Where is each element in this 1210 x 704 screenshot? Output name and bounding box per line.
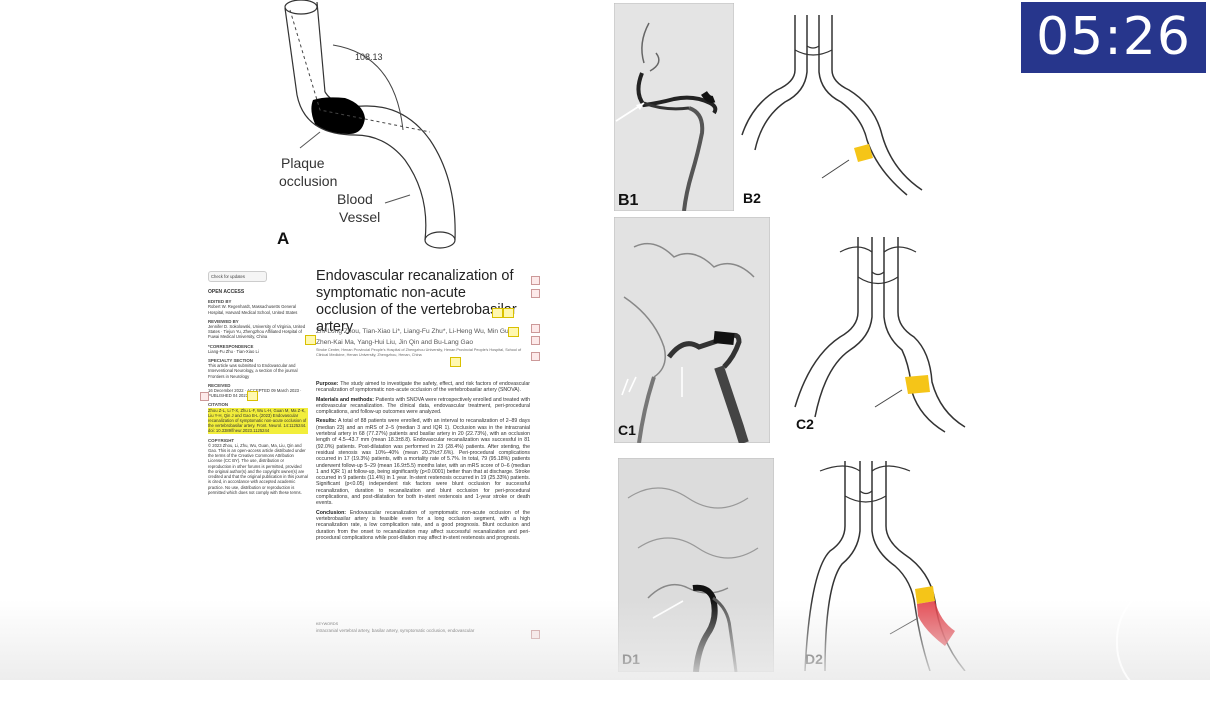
abstract-heading: Conclusion: [316,509,346,516]
sidebar-cap: REVIEWED BY [208,318,239,324]
occlusion-segment-highlight [915,586,935,604]
paper-affiliation: Stroke Center, Henan Provincial People's… [316,348,522,357]
note-icon[interactable] [531,276,540,285]
bottom-fade-overlay [0,600,1210,680]
plaque-occlusion-shape [311,97,365,134]
abstract-body: Endovascular recanalization of symptomat… [316,509,530,541]
note-icon[interactable] [531,289,540,298]
abstract-paragraph: Results: A total of 88 patients were enr… [316,418,530,506]
sidebar-cap: SPECIALTY SECTION [208,358,253,364]
abstract-paragraph: Conclusion: Endovascular recanalization … [316,510,530,541]
check-for-updates-button[interactable]: Check for updates [208,271,267,282]
sidebar-text: 16 December 2022 · ACCEPTED 09 March 202… [208,388,302,399]
occlusion-label: occlusion [279,173,337,189]
sidebar-cap: *CORRESPONDENCE [208,343,254,349]
panel-label-a: A [277,229,289,248]
figure-a-diagram: 108.13 Plaque occlusion Blood Vessel A [277,0,456,249]
schematic-b2: B2 [741,15,923,206]
paper-sidebar: OPEN ACCESS EDITED BY Robert W. Regenhar… [208,289,308,495]
occlusion-segment-highlight [854,144,873,162]
panel-label-c2: C2 [796,416,814,432]
sidebar-cap: COPYRIGHT [208,437,235,443]
sidebar-text: Liang-Fu Zhu · Tian-Xiao Li [208,348,259,354]
occlusion-segment-highlight [905,375,930,394]
sidebar-cap: CITATION [208,402,229,408]
note-icon[interactable] [531,352,540,361]
abstract-body: The study aimed to investigate the safet… [316,381,530,394]
check-updates-label: Check for updates [211,274,245,279]
abstract-paragraph: Materials and methods: Patients with SNO… [316,397,530,416]
angiogram-c1: C1 [614,217,770,443]
note-icon[interactable] [200,392,209,401]
sidebar-text: Jennifer D. Sokolowski, University of Vi… [208,324,306,340]
abstract-body: A total of 88 patients were enrolled, wi… [316,418,530,507]
video-timer: 05:26 [1021,2,1206,73]
schematic-c2: C2 [794,237,966,433]
sidebar-text-citation: Zhou Z-L, Li T-X, Zhu L-F, Wu L-H, Guan … [208,407,308,434]
sidebar-text: © 2023 Zhou, Li, Zhu, Wu, Guan, Ma, Liu,… [208,442,308,495]
abstract-heading: Purpose: [316,381,339,387]
note-icon[interactable] [531,336,540,345]
plaque-label: Plaque [281,155,325,171]
highlight-note-icon[interactable] [247,391,258,401]
highlight-note-icon[interactable] [503,308,514,318]
highlight-note-icon[interactable] [492,308,503,318]
abstract-body: Patients with SNOVA were retrospectively… [316,396,530,416]
abstract-heading: Materials and methods: [316,396,375,403]
blood-label: Blood [337,191,373,207]
panel-label-b1: B1 [618,192,639,209]
highlight-note-icon[interactable] [450,357,461,367]
note-icon[interactable] [531,324,540,333]
sidebar-cap: RECEIVED [208,382,231,388]
paper-abstract: Purpose: The study aimed to investigate … [316,381,530,544]
paper-authors: Zhi-Long Zhou, Tian-Xiao Li*, Liang-Fu Z… [316,328,518,346]
abstract-paragraph: Purpose: The study aimed to investigate … [316,381,530,394]
sidebar-text: Robert W. Regenhardt, Massachusetts Gene… [208,304,298,315]
highlight-note-icon[interactable] [508,327,519,337]
vessel-label: Vessel [339,209,380,225]
open-access-label: OPEN ACCESS [208,289,245,295]
sidebar-text: This article was submitted to Endovascul… [208,363,298,379]
paper-page [198,258,548,640]
abstract-heading: Results: [316,418,337,425]
panel-label-b2: B2 [743,190,761,206]
watermark-logo [1116,580,1210,704]
highlight-note-icon[interactable] [305,335,316,345]
panel-label-c1: C1 [618,422,636,438]
sidebar-cap: EDITED BY [208,299,232,305]
angle-value: 108.13 [355,52,383,62]
angiogram-b1: B1 [614,3,734,211]
paper-title: Endovascular recanalization of symptomat… [316,268,517,335]
